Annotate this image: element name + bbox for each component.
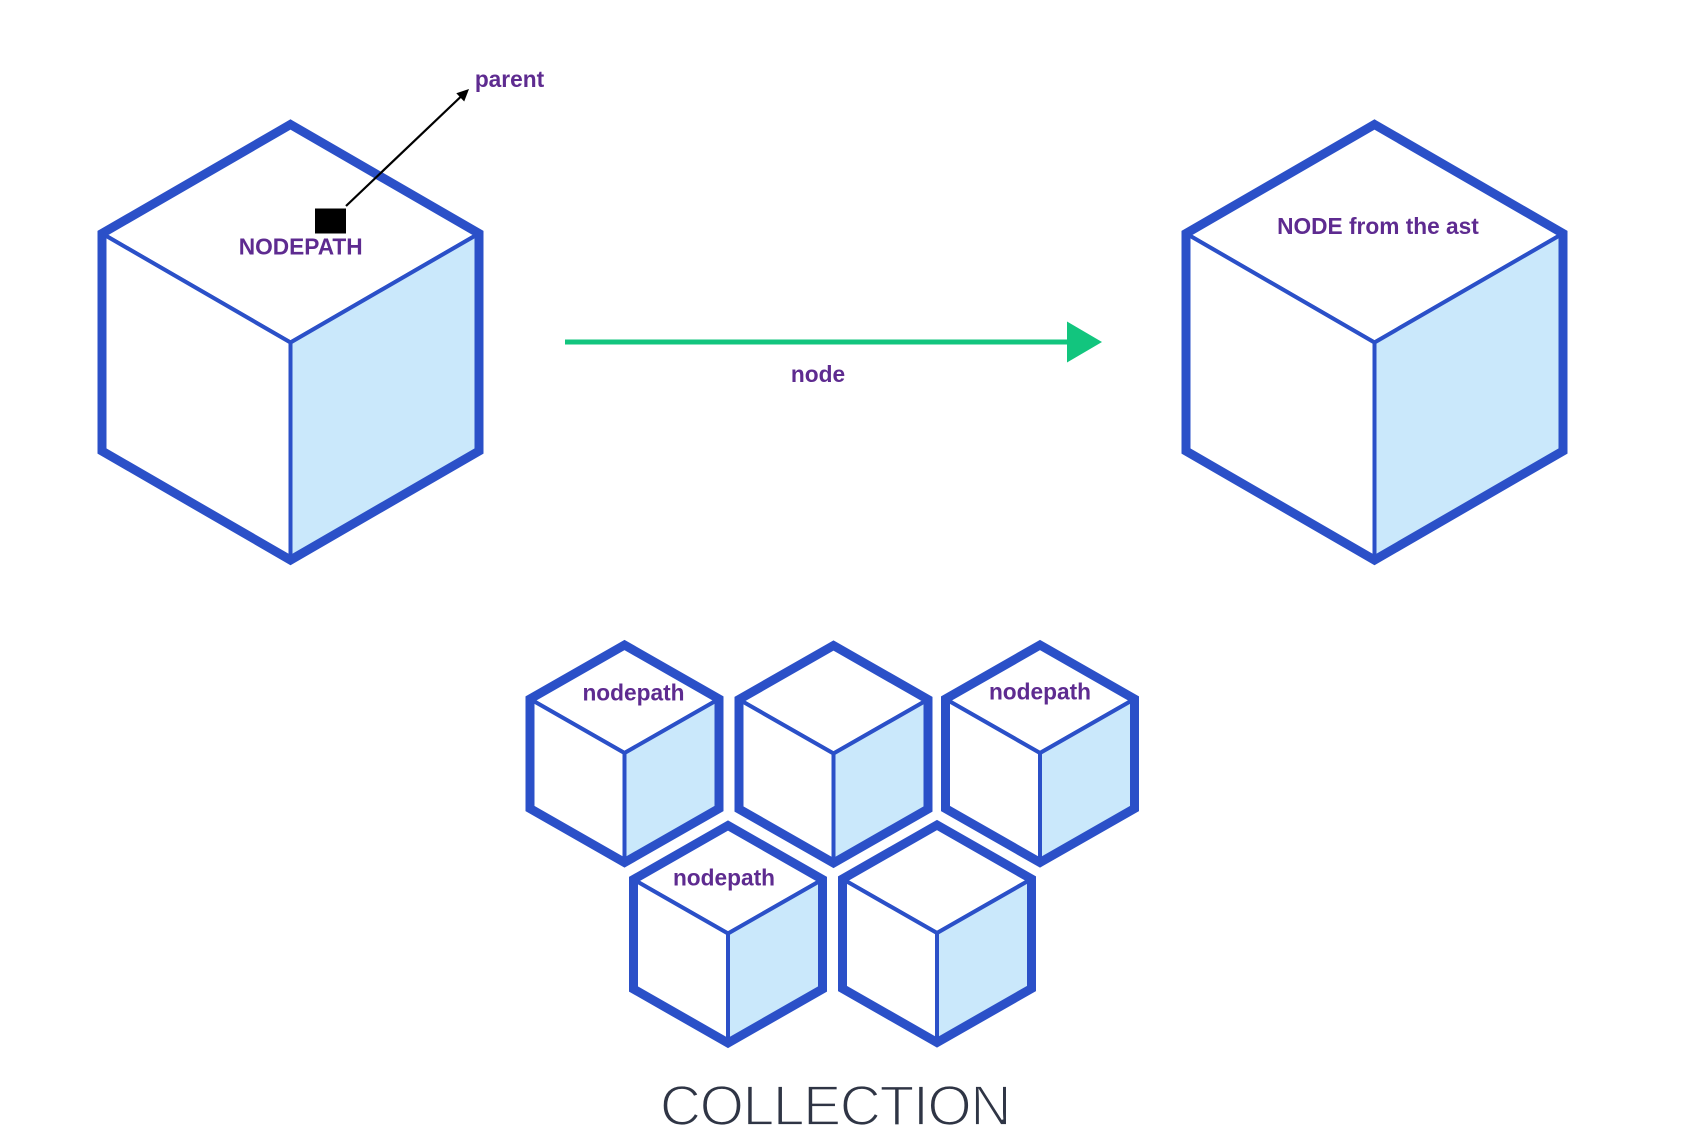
svg-text:parent: parent: [475, 66, 545, 92]
svg-text:COLLECTION: COLLECTION: [660, 1074, 1010, 1138]
svg-text:nodepath: nodepath: [989, 679, 1091, 705]
svg-text:node: node: [791, 361, 845, 387]
svg-text:NODEPATH: NODEPATH: [239, 234, 363, 260]
svg-text:NODE from the ast: NODE from the ast: [1277, 213, 1479, 239]
svg-text:nodepath: nodepath: [582, 680, 684, 706]
svg-text:nodepath: nodepath: [673, 865, 775, 891]
